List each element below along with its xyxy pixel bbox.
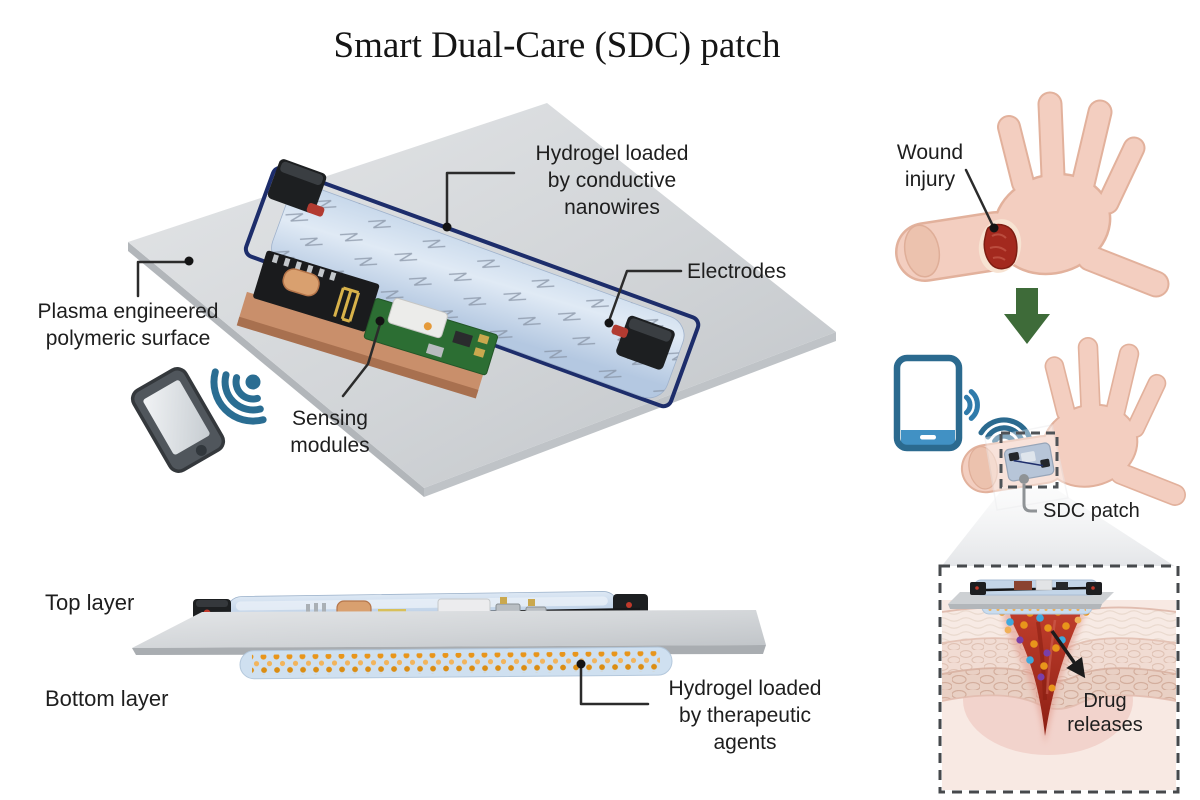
label-sensing-2: modules bbox=[290, 434, 369, 457]
wifi-signal-icon bbox=[210, 368, 267, 425]
smartphone-outline-icon bbox=[893, 354, 963, 452]
inset-mini-patch bbox=[948, 579, 1114, 615]
wound-streak-light bbox=[1045, 619, 1057, 695]
led bbox=[423, 322, 432, 331]
patch-highlight-box bbox=[999, 431, 1059, 489]
label-drug-1: Drug bbox=[1083, 690, 1126, 712]
leader-dot-sensing bbox=[375, 316, 385, 326]
hand-with-wound bbox=[901, 104, 1156, 289]
zoom-cone bbox=[941, 487, 1176, 567]
top-hydrogel-highlight bbox=[235, 596, 608, 611]
label-electrodes: Electrodes bbox=[687, 260, 786, 283]
substrate-edge-right bbox=[424, 332, 836, 497]
leader-dot-hydrogel bbox=[442, 222, 452, 232]
side-substrate bbox=[132, 610, 766, 648]
copper-base-edge bbox=[236, 316, 479, 399]
hydrogel-conductive-layer bbox=[267, 159, 685, 399]
label-wound-1: Wound bbox=[897, 141, 963, 164]
battery bbox=[387, 297, 448, 339]
chip bbox=[452, 330, 473, 348]
label-hydrogel-conductive-1: Hydrogel loaded bbox=[536, 142, 689, 165]
phone-speaker-dash bbox=[920, 435, 936, 440]
bottom-hydrogel-side bbox=[239, 646, 673, 680]
label-wound-2: injury bbox=[905, 168, 956, 191]
application-flow: Wound injury bbox=[893, 104, 1180, 794]
leader-sdc bbox=[1022, 484, 1037, 513]
signal-waves-icon bbox=[963, 389, 980, 421]
sensing-module-board bbox=[236, 250, 498, 399]
leader-therapeutic bbox=[579, 666, 650, 706]
gold-pad2 bbox=[473, 347, 486, 358]
figure-title: Smart Dual-Care (SDC) patch bbox=[334, 25, 781, 66]
gold-pad bbox=[477, 333, 490, 345]
label-plasma-1: Plasma engineered bbox=[38, 300, 219, 323]
skin-layer-3-texture bbox=[942, 668, 1176, 709]
leader-dot-sdc bbox=[1019, 474, 1029, 484]
drug-release-arrow bbox=[1050, 629, 1086, 679]
label-plasma-2: polymeric surface bbox=[46, 327, 211, 350]
leader-electrodes bbox=[607, 269, 683, 323]
label-hydrogel-conductive-3: nanowires bbox=[564, 196, 660, 219]
label-therapeutic-3: agents bbox=[713, 731, 776, 754]
copper-base bbox=[238, 291, 487, 394]
side-electrode-left-top bbox=[196, 600, 228, 607]
side-red-dot-right bbox=[626, 602, 632, 608]
leader-dot-wound bbox=[989, 223, 999, 233]
gold-antenna-trace bbox=[333, 286, 361, 323]
inset-dashed-border bbox=[938, 564, 1180, 794]
leader-plasma bbox=[136, 260, 188, 298]
label-therapeutic-2: by therapeutic bbox=[679, 704, 811, 727]
electrode-right bbox=[611, 315, 675, 370]
leader-dot-plasma bbox=[184, 256, 194, 266]
leader-dot-electrodes bbox=[604, 318, 614, 328]
substrate-edge bbox=[128, 242, 424, 497]
leader-hydrogel-conductive bbox=[445, 171, 516, 225]
label-sdc-patch: SDC patch bbox=[1043, 500, 1140, 522]
label-sensing-1: Sensing bbox=[292, 407, 368, 430]
crystal-oscillator bbox=[282, 268, 320, 297]
leader-dot-therapeutic bbox=[576, 659, 586, 669]
layer-side-view: Top layer Bottom layer Hydrogel loaded b… bbox=[45, 590, 821, 754]
exploded-view: Hydrogel loaded by conductive nanowires … bbox=[38, 103, 836, 497]
electrode-left bbox=[267, 159, 327, 217]
smartphone-icon bbox=[130, 367, 226, 473]
red-connector-left bbox=[306, 203, 325, 217]
connector bbox=[425, 343, 445, 358]
nanowire-texture bbox=[271, 185, 685, 398]
leader-wound bbox=[964, 168, 994, 226]
label-hydrogel-conductive-2: by conductive bbox=[548, 169, 676, 192]
label-drug-2: releases bbox=[1067, 714, 1143, 736]
therapeutic-dots bbox=[251, 651, 661, 675]
module-pins bbox=[271, 254, 337, 281]
wound-texture bbox=[989, 233, 1007, 261]
label-therapeutic-1: Hydrogel loaded bbox=[669, 677, 822, 700]
red-connector-right bbox=[611, 324, 629, 338]
label-top-layer: Top layer bbox=[45, 590, 134, 615]
leader-sensing bbox=[341, 322, 382, 398]
wound-streak-dark bbox=[1036, 621, 1047, 701]
wrist-patch bbox=[1003, 442, 1055, 482]
wound bbox=[983, 223, 1018, 270]
skin-inset: Drug releases bbox=[938, 564, 1180, 794]
label-bottom-layer: Bottom layer bbox=[45, 686, 169, 711]
down-arrow-icon bbox=[1004, 288, 1050, 344]
